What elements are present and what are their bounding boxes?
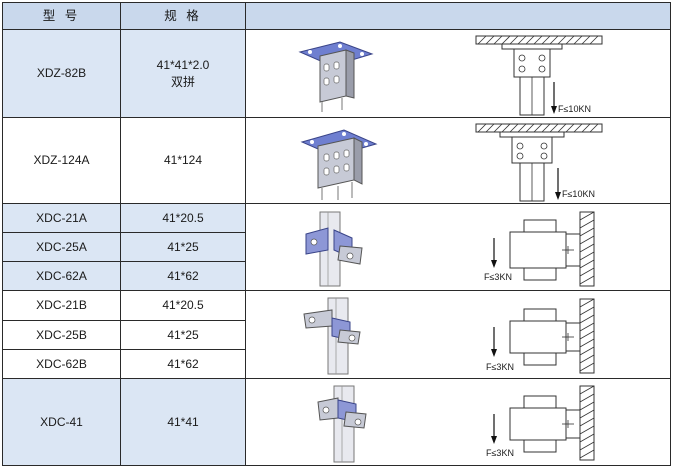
bracket-photo-xdc-b <box>303 297 361 375</box>
cell-model-xdz-82b: XDZ-82B <box>2 30 121 118</box>
load-label-wall-2: F≤3KN <box>486 362 514 372</box>
cell-model-xdc-21a: XDC-21A <box>2 204 121 233</box>
wall-load-diagram-1 <box>491 211 595 287</box>
cell-spec-xdc-25b: 41*25 <box>121 321 246 350</box>
cell-spec-xdc-62b: 41*62 <box>121 350 246 379</box>
cell-image-xdc-b <box>246 291 671 379</box>
cell-spec-xdc-62a: 41*62 <box>121 262 246 291</box>
cell-image-xdc-41 <box>246 379 671 466</box>
spec-value: 41*41*2.0 <box>156 57 210 72</box>
header-spec: 规 格 <box>121 2 246 30</box>
cell-spec-xdc-21b: 41*20.5 <box>121 291 246 321</box>
load-label-wall-1: F≤3KN <box>484 272 512 282</box>
cell-model-xdc-62b: XDC-62B <box>2 350 121 379</box>
cell-spec-xdc-21a: 41*20.5 <box>121 204 246 233</box>
header-image <box>246 2 671 30</box>
cell-spec-xdz-82b: 41*41*2.0 双拼 <box>121 30 246 118</box>
bracket-photo-xdc-41 <box>317 385 367 463</box>
cell-image-xdz-82b <box>246 30 671 118</box>
cell-spec-xdc-41: 41*41 <box>121 379 246 466</box>
cell-model-xdc-25b: XDC-25B <box>2 321 121 350</box>
cell-model-xdc-62a: XDC-62A <box>2 262 121 291</box>
load-label-ceiling-2: F≤10KN <box>562 189 595 199</box>
wall-load-diagram-2 <box>491 298 595 374</box>
header-model: 型 号 <box>2 2 121 30</box>
bracket-photo-xdc-a <box>305 211 363 287</box>
cell-spec-xdc-25a: 41*25 <box>121 233 246 262</box>
cell-model-xdc-21b: XDC-21B <box>2 291 121 321</box>
bracket-photo-xdz-82b <box>298 41 374 112</box>
cell-spec-xdz-124a: 41*124 <box>121 118 246 204</box>
load-label-wall-3: F≤3KN <box>486 448 514 458</box>
wall-load-diagram-3 <box>491 385 595 461</box>
ceiling-load-diagram-2 <box>475 123 603 202</box>
load-label-ceiling-1: F≤10KN <box>558 104 591 114</box>
cell-model-xdc-25a: XDC-25A <box>2 233 121 262</box>
cell-model-xdc-41: XDC-41 <box>2 379 121 466</box>
bracket-photo-xdz-124a <box>300 129 378 200</box>
ceiling-load-diagram-1 <box>475 35 603 116</box>
cell-model-xdz-124a: XDZ-124A <box>2 118 121 204</box>
spec-note: 双拼 <box>170 74 195 89</box>
